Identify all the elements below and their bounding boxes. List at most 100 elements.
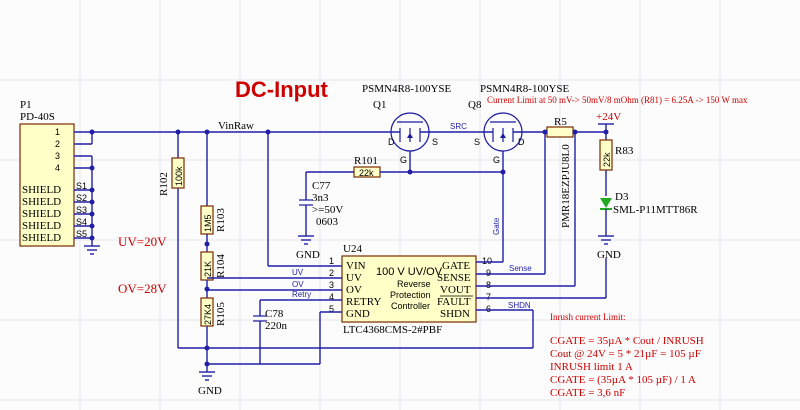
p1-pin-4: 4 (55, 163, 60, 173)
p1-shield-5-pin: S5 (76, 229, 87, 239)
u24-desc-2: Reverse (397, 279, 431, 289)
net-vinraw: VinRaw (218, 120, 254, 132)
u24-pin-9-num: 9 (486, 268, 491, 278)
u24-ref: U24 (343, 243, 362, 255)
mosfet-q8: PSMN4R8-100YSE Q8 S D G (448, 83, 570, 262)
r101-value: 22k (359, 168, 374, 178)
u24-pin-3-num: 3 (329, 280, 334, 290)
net-uv: UV (292, 268, 304, 277)
c77-value: 3n3 (312, 192, 329, 204)
ov-setpoint: OV=28V (118, 281, 167, 296)
ic-u24: U24 LTC4368CMS-2#PBF 100 V UV/OV Reverse… (207, 132, 607, 364)
capacitor-c77: C77 3n3 >=50V 0603 GND (296, 172, 343, 261)
d3-gnd-label: GND (597, 249, 621, 261)
q8-pin-d: D (518, 137, 525, 147)
net-sense: Sense (509, 264, 532, 273)
p1-shield-4-pin: S4 (76, 217, 87, 227)
notes-line-2: Cout @ 24V = 5 * 21µF = 105 µF (550, 348, 701, 360)
resistor-r5: R5 PMR18EZPJU8L0 (542, 116, 606, 228)
divider-chain: 1M5 R103 21K R104 27K4 R105 GND (198, 132, 227, 397)
u24-pin-sense-name: SENSE (437, 272, 471, 284)
r105-ref: R105 (215, 302, 227, 326)
notes-heading: Inrush current Limit: (550, 312, 625, 322)
u24-desc-1: 100 V UV/OV (376, 266, 443, 278)
p1-body (19, 123, 75, 247)
inrush-notes: Inrush current Limit: CGATE = 35µA * Cou… (550, 312, 704, 399)
u24-pin-vin-name: VIN (346, 260, 366, 272)
u24-pin-retry-name: RETRY (346, 296, 382, 308)
rail-plus24: +24V (596, 111, 621, 140)
u24-pin-6-num: 6 (486, 304, 491, 314)
u24-pin-shdn-name: SHDN (440, 308, 470, 320)
p1-pin-2: 2 (55, 139, 60, 149)
notes-line-1: CGATE = 35µA * Cout / INRUSH (550, 335, 704, 347)
p1-shield-1-label: SHIELD (22, 184, 61, 196)
c77-package: 0603 (316, 216, 339, 228)
mosfet-q1: PSMN4R8-100YSE Q1 D S G (362, 83, 452, 172)
q8-pin-s: S (474, 137, 480, 147)
u24-pin-vout-name: VOUT (440, 284, 471, 296)
sheet-title: DC-Input (235, 77, 329, 102)
net-ov: OV (292, 280, 304, 289)
q1-pin-s: S (432, 137, 438, 147)
p1-part: PD-40S (20, 111, 55, 123)
p1-shield-5-label: SHIELD (22, 232, 61, 244)
p1-shield-2-label: SHIELD (22, 196, 61, 208)
notes-line-4: CGATE = (35µA * 105 µF) / 1 A (550, 374, 696, 386)
resistor-r101: 22k R101 (306, 155, 503, 178)
p1-shield-3-pin: S3 (76, 205, 87, 215)
r83-ref: R83 (615, 145, 634, 157)
resistor-r83: 22k R83 (599, 139, 634, 196)
u24-pin-5-num: 5 (329, 304, 334, 314)
net-gate: Gate (492, 217, 501, 235)
u24-pin-2-num: 2 (329, 268, 334, 278)
notes-line-3: INRUSH limit 1 A (550, 361, 633, 373)
p1-shield-4-label: SHIELD (22, 220, 61, 232)
u24-pin-uv-name: UV (346, 272, 362, 284)
q1-part: PSMN4R8-100YSE (362, 83, 452, 95)
d3-value: SML-P11MTT86R (613, 204, 698, 216)
u24-pin-1-num: 1 (329, 256, 334, 266)
r105-value: 27K4 (203, 304, 213, 325)
q1-pin-g: G (400, 155, 407, 165)
c78-value: 220n (265, 320, 288, 332)
r101-ref: R101 (354, 155, 378, 167)
r83-value: 22k (602, 152, 612, 167)
q1-ref: Q1 (373, 99, 386, 111)
r103-ref: R103 (215, 208, 227, 232)
connector-p1: P1 PD-40S 1 2 3 4 SHIELD SHIELD SHIELD S… (19, 99, 100, 255)
q1-pin-d: D (388, 137, 395, 147)
q8-part: PSMN4R8-100YSE (480, 83, 570, 95)
c77-ref: C77 (312, 180, 331, 192)
u24-pin-gnd-name: GND (346, 308, 370, 320)
u24-desc-4: Controller (391, 301, 430, 311)
p1-pin-1: 1 (55, 127, 60, 137)
r104-ref: R104 (215, 254, 227, 278)
u24-pin-10-num: 10 (482, 256, 492, 266)
uv-setpoint: UV=20V (118, 234, 167, 249)
vinraw-rail: VinRaw (92, 120, 383, 135)
notes-line-5: CGATE = 3,6 nF (550, 387, 625, 399)
net-shdn: SHDN (508, 301, 531, 310)
net-retry: Retry (292, 290, 311, 299)
u24-pin-fault-name: FAULT (437, 296, 471, 308)
u24-body (341, 255, 477, 323)
main-gnd-label: GND (198, 385, 222, 397)
p1-shield-3-label: SHIELD (22, 208, 61, 220)
q8-pin-g: G (493, 155, 500, 165)
current-limit-note: Current Limit at 50 mV-> 50mV/8 mOhm (R8… (487, 95, 748, 105)
c78-ref: C78 (265, 308, 284, 320)
capacitor-c78: C78 220n (207, 300, 320, 365)
r103-value: 1M5 (203, 214, 213, 232)
p1-shield-1-pin: S1 (76, 181, 87, 191)
r5-value: PMR18EZPJU8L0 (560, 144, 572, 228)
r5-ref: R5 (554, 116, 567, 128)
resistor-r102: 100k R102 SHDN (158, 132, 534, 349)
net-src: SRC (450, 122, 467, 131)
led-d3: D3 SML-P11MTT86R GND (597, 191, 698, 261)
u24-part: LTC4368CMS-2#PBF (343, 324, 442, 336)
u24-pin-7-num: 7 (486, 292, 491, 302)
q8-ref: Q8 (468, 99, 482, 111)
